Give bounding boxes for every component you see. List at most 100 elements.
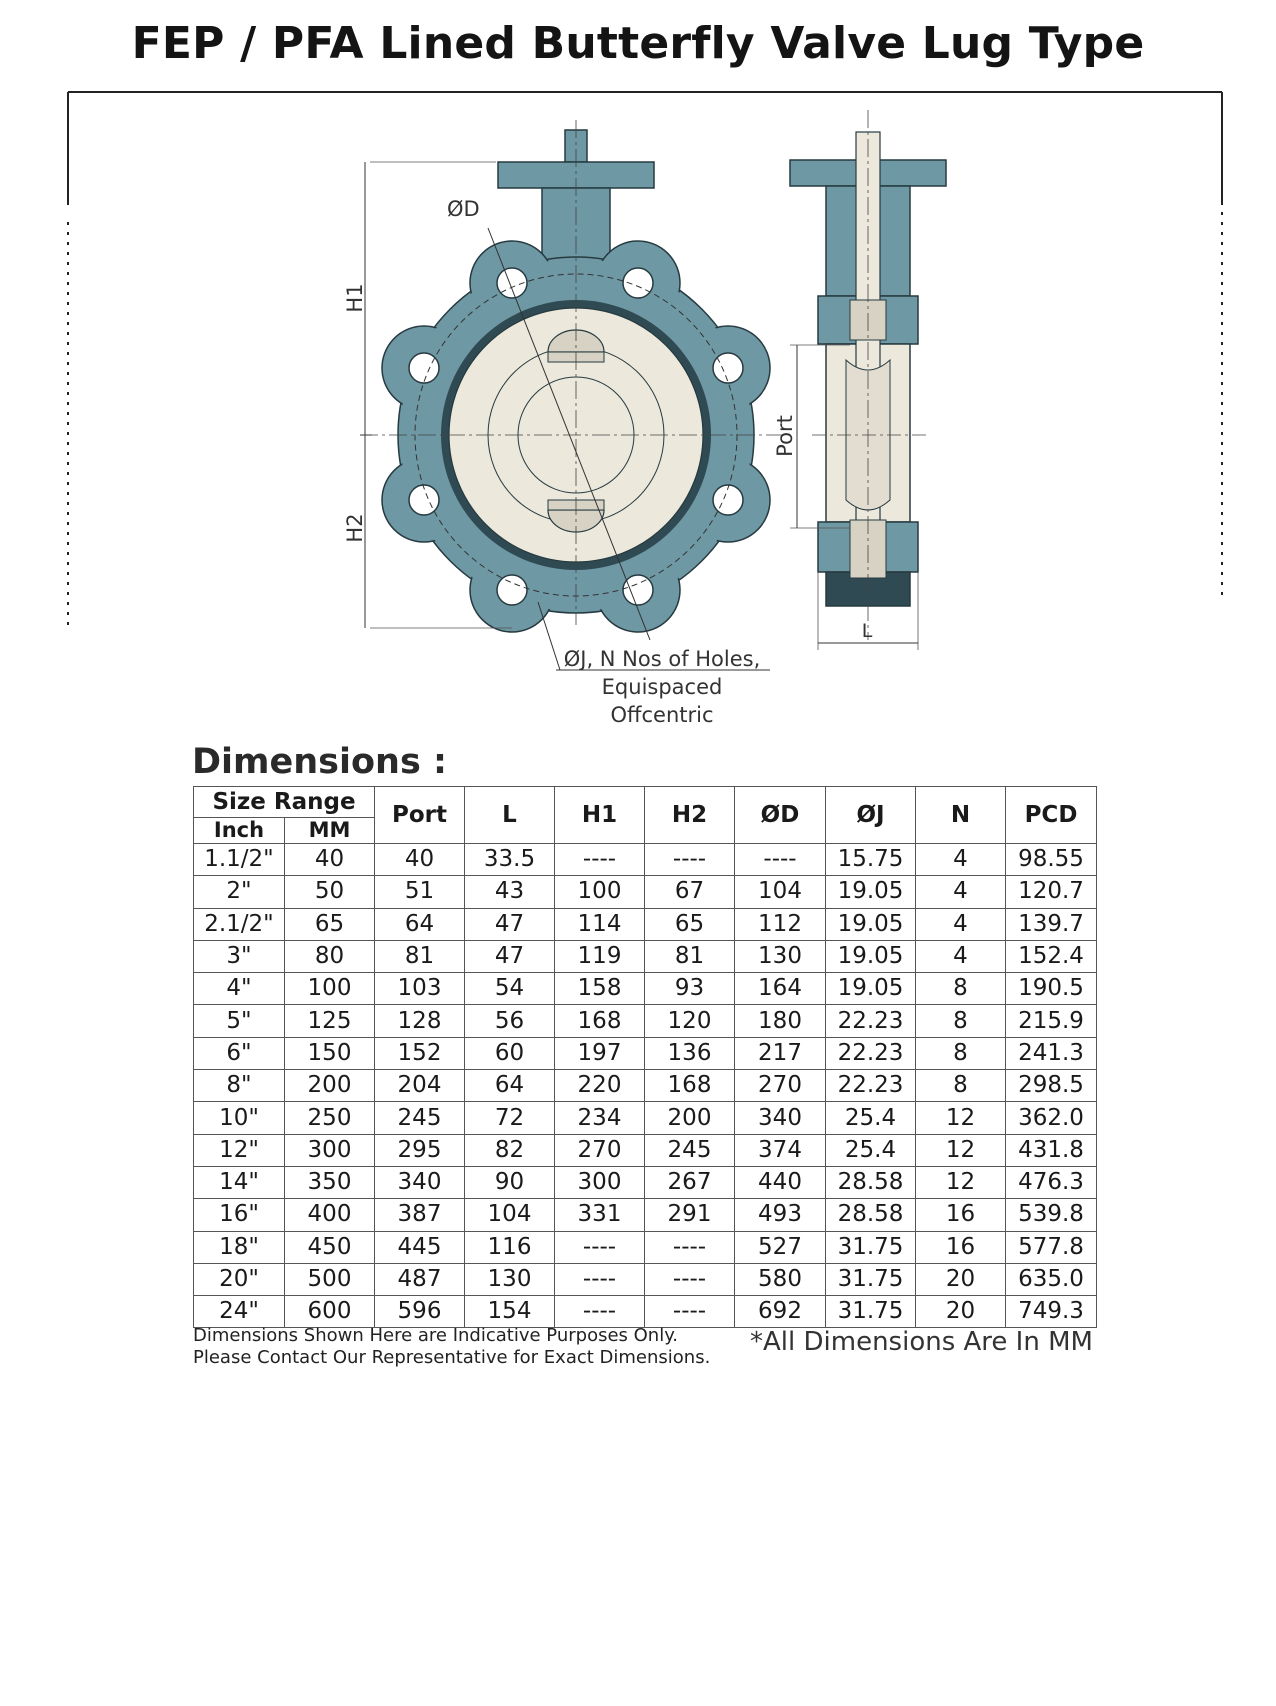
table-cell: 217 (734, 1036, 826, 1071)
table-cell: 291 (644, 1198, 735, 1232)
label-diameter-d: ØD (447, 197, 480, 221)
table-cell: 43 (464, 875, 555, 909)
table-cell: 128 (374, 1004, 465, 1038)
disclaimer-note: Dimensions Shown Here are Indicative Pur… (193, 1325, 710, 1369)
table-cell: 154 (464, 1295, 555, 1329)
table-cell: 51 (374, 875, 465, 909)
table-cell: 164 (734, 972, 826, 1006)
header-mm: MM (284, 816, 375, 845)
table-cell: 116 (464, 1230, 555, 1264)
table-cell: ---- (554, 1262, 645, 1297)
table-cell: 440 (734, 1165, 826, 1200)
table-cell: 450 (284, 1230, 375, 1264)
table-cell: 600 (284, 1295, 375, 1329)
header-h2: H2 (644, 786, 735, 844)
table-cell: 65 (284, 907, 375, 941)
table-cell: 220 (554, 1069, 645, 1103)
table-cell: 340 (734, 1101, 826, 1135)
table-cell: 31.75 (825, 1295, 916, 1329)
table-cell: 22.23 (825, 1069, 916, 1103)
table-cell: 596 (374, 1295, 465, 1329)
table-cell: 18" (193, 1230, 285, 1264)
table-cell: 387 (374, 1198, 465, 1232)
table-cell: 270 (734, 1069, 826, 1103)
table-cell: 54 (464, 972, 555, 1006)
table-cell: 5" (193, 1004, 285, 1038)
table-cell: 47 (464, 907, 555, 941)
disclaimer-line-2: Please Contact Our Representative for Ex… (193, 1347, 711, 1368)
table-cell: 692 (734, 1295, 826, 1329)
table-cell: 8 (915, 1069, 1006, 1103)
label-port: Port (773, 415, 797, 457)
table-cell: 4 (915, 842, 1006, 877)
header-port: Port (374, 786, 465, 844)
table-cell: 64 (464, 1069, 555, 1103)
table-cell: 64 (374, 907, 465, 941)
table-cell: 331 (554, 1198, 645, 1232)
table-cell: 20 (915, 1295, 1006, 1329)
table-cell: 267 (644, 1165, 735, 1200)
table-cell: 215.9 (1005, 1004, 1097, 1038)
table-cell: 487 (374, 1262, 465, 1297)
table-cell: 112 (734, 907, 826, 941)
disclaimer-line-1: Dimensions Shown Here are Indicative Pur… (193, 1325, 679, 1346)
table-cell: 100 (554, 875, 645, 909)
table-cell: 8 (915, 1004, 1006, 1038)
table-cell: ---- (644, 1262, 735, 1297)
table-cell: 33.5 (464, 842, 555, 877)
table-cell: 81 (644, 939, 735, 974)
table-cell: 190.5 (1005, 972, 1097, 1006)
table-cell: 250 (284, 1101, 375, 1135)
table-cell: 31.75 (825, 1230, 916, 1264)
table-cell: 67 (644, 875, 735, 909)
table-cell: 4 (915, 907, 1006, 941)
table-cell: 241.3 (1005, 1036, 1097, 1071)
table-cell: ---- (644, 1230, 735, 1264)
table-cell: 31.75 (825, 1262, 916, 1297)
table-cell: 8" (193, 1069, 285, 1103)
header-pcd: PCD (1005, 786, 1097, 844)
table-cell: 100 (284, 972, 375, 1006)
table-cell: 298.5 (1005, 1069, 1097, 1103)
table-cell: 103 (374, 972, 465, 1006)
table-cell: 50 (284, 875, 375, 909)
table-cell: 340 (374, 1165, 465, 1200)
table-cell: 15.75 (825, 842, 916, 877)
table-cell: 2" (193, 875, 285, 909)
table-cell: 40 (374, 842, 465, 877)
table-cell: 80 (284, 939, 375, 974)
table-cell: 200 (644, 1101, 735, 1135)
table-cell: ---- (554, 842, 645, 877)
table-cell: 3" (193, 939, 285, 974)
table-cell: 168 (554, 1004, 645, 1038)
table-cell: 6" (193, 1036, 285, 1071)
table-cell: 10" (193, 1101, 285, 1135)
table-cell: 580 (734, 1262, 826, 1297)
table-cell: 150 (284, 1036, 375, 1071)
table-cell: 300 (284, 1133, 375, 1167)
table-cell: 90 (464, 1165, 555, 1200)
table-cell: 158 (554, 972, 645, 1006)
table-cell: 445 (374, 1230, 465, 1264)
table-cell: 12 (915, 1133, 1006, 1167)
table-cell: 635.0 (1005, 1262, 1097, 1297)
table-cell: 500 (284, 1262, 375, 1297)
table-cell: 22.23 (825, 1036, 916, 1071)
table-cell: 98.55 (1005, 842, 1097, 877)
table-cell: 114 (554, 907, 645, 941)
header-j: ØJ (825, 786, 916, 844)
table-cell: 1.1/2" (193, 842, 285, 877)
table-cell: 25.4 (825, 1101, 916, 1135)
table-cell: 577.8 (1005, 1230, 1097, 1264)
table-cell: 8 (915, 1036, 1006, 1071)
table-cell: 12" (193, 1133, 285, 1167)
